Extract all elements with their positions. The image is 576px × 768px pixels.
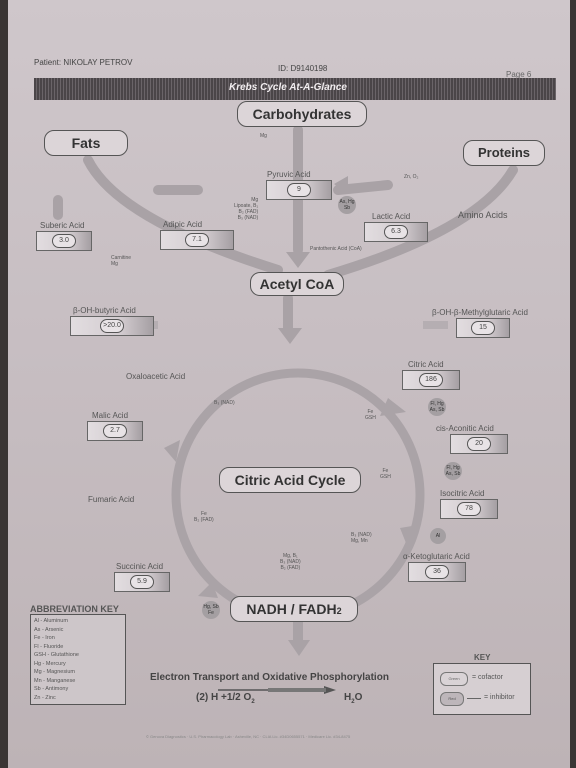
suberic-label: Suberic Acid: [40, 221, 85, 230]
nadh-fadh-box: NADH / FADH2: [230, 596, 358, 622]
nadh-sub: 2: [336, 606, 342, 616]
cofactor-lipoate: Mg Lipoate, B₁ B₂ (FAD) B₃ (NAD): [234, 197, 259, 221]
abbr-list: Al - Aluminum As - Arsenic Fe - Iron Fl …: [30, 614, 126, 705]
lactic-value-bar: 6.3: [364, 222, 428, 242]
abbr-item: Hg - Mercury: [34, 660, 66, 667]
cofactor-mg-b1: Mg, B₁ B₃ (NAD) B₂ (FAD): [280, 553, 301, 571]
key-title: KEY: [474, 653, 491, 662]
report-title: Krebs Cycle At-A-Glance: [229, 82, 347, 93]
bohb-value: >20.0: [100, 319, 124, 333]
acetyl-coa-box: Acetyl CoA: [250, 272, 344, 296]
cofactor-fe-gsh-2: Fe GSH: [380, 468, 391, 480]
akg-value-bar: 36: [408, 562, 466, 582]
key-inhibitor-line: [467, 698, 481, 699]
eq-left-sub: 2: [251, 699, 255, 705]
etc-title: Electron Transport and Oxidative Phospho…: [150, 672, 389, 683]
suberic-value-bar: 3.0: [36, 231, 92, 251]
malic-value-bar: 2.7: [87, 421, 143, 441]
pyruvic-value-bar: 9: [266, 180, 332, 200]
patient-id: ID: D9140198: [278, 64, 328, 73]
abbr-item: Mg - Magnesium: [34, 669, 75, 675]
citric-value: 186: [419, 373, 443, 387]
cofactor-mg-top: Mg: [260, 133, 267, 139]
key-inhibitor-label: = inhibitor: [484, 694, 515, 701]
succinic-label: Succinic Acid: [116, 562, 164, 571]
citric-acid-cycle-box: Citric Acid Cycle: [219, 467, 361, 493]
inhibitor-fl-hg: Fl, Hg As, Sb: [428, 398, 446, 416]
pantothenic-label: Pantothenic Acid (CoA): [310, 246, 362, 252]
akg-label: α-Ketoglutaric Acid: [403, 552, 470, 561]
cis-aconitic-value-bar: 20: [450, 434, 508, 454]
inhibitor-al: Al: [430, 528, 446, 544]
inhibitor-as-hg-sb: As, Hg Sb: [338, 196, 356, 214]
report-page: Patient: NIKOLAY PETROV ID: D9140198 Pag…: [8, 0, 570, 768]
page-number: Page 6: [506, 70, 532, 79]
succinic-value-bar: 5.9: [114, 572, 170, 592]
equation-right: H2O: [344, 692, 362, 705]
akg-value: 36: [425, 565, 449, 579]
cis-aconitic-value: 20: [467, 437, 491, 451]
legend-key: KEY Green = cofactor Red = inhibitor: [433, 653, 531, 715]
abbr-item: GSH - Glutathione: [34, 652, 79, 658]
cofactor-carnitine: Carnitine Mg: [111, 255, 132, 267]
lactic-label: Lactic Acid: [372, 212, 411, 221]
abbr-item: As - Arsenic: [34, 626, 64, 633]
bohb-label: β-OH-butyric Acid: [73, 306, 136, 315]
eq-right-h: H: [344, 692, 352, 703]
lactic-value: 6.3: [384, 225, 408, 239]
cofactor-zn: Zn, O₂: [404, 174, 419, 180]
equation-left: (2) H +1/2 O2: [196, 692, 255, 705]
carbohydrates-box: Carbohydrates: [237, 101, 367, 127]
title-banner: Krebs Cycle At-A-Glance: [34, 78, 556, 100]
hmg-value: 15: [471, 321, 495, 335]
key-cofactor-swatch: Green: [440, 672, 468, 686]
cofactor-b3-nad: B₃ (NAD): [214, 400, 235, 406]
isocitric-value-bar: 78: [440, 499, 498, 519]
suberic-value: 3.0: [52, 234, 76, 248]
eq-left-text: (2) H +1/2 O: [196, 692, 252, 703]
adipic-value-bar: 7.1: [160, 230, 234, 250]
malic-label: Malic Acid: [92, 411, 129, 420]
bohb-value-bar: >20.0: [70, 316, 154, 336]
inhibitor-hg-sb: Hg, Sb Fe: [202, 601, 220, 619]
cofactor-fe-gsh: Fe GSH: [365, 409, 376, 421]
inhibitor-fl-hg-2: Fl, Hg As, Sb: [444, 462, 462, 480]
nadh-label: NADH / FADH: [246, 601, 337, 617]
hmg-label: β-OH-β-Methylglutaric Acid: [432, 308, 528, 317]
abbr-item: Mn - Manganese: [34, 677, 76, 684]
abbr-item: Sb - Antimony: [34, 686, 69, 692]
abbr-item: Fe - Iron: [34, 635, 55, 641]
adipic-label: Adipic Acid: [163, 220, 203, 229]
abbreviation-key: ABBREVIATION KEY Al - Aluminum As - Arse…: [30, 604, 126, 705]
patient-name: Patient: NIKOLAY PETROV: [34, 58, 133, 67]
key-cofactor-label: = cofactor: [472, 674, 503, 681]
citric-label: Citric Acid: [408, 360, 444, 369]
cofactor-b3-mn: B₃ (NAD) Mg, Mn: [351, 532, 372, 544]
pyruvic-label: Pyruvic Acid: [267, 170, 311, 179]
adipic-value: 7.1: [185, 233, 209, 247]
isocitric-value: 78: [457, 502, 481, 516]
oxaloacetic-label: Oxaloacetic Acid: [126, 372, 186, 381]
abbr-item: Fl - Fluoride: [34, 643, 64, 650]
proteins-box: Proteins: [463, 140, 545, 166]
cofactor-b2-fad: Fe B₂ (FAD): [194, 511, 214, 523]
eq-right-sub: 2: [351, 699, 355, 705]
fats-box: Fats: [44, 130, 128, 156]
malic-value: 2.7: [103, 424, 127, 438]
key-inhibitor-swatch: Red: [440, 692, 464, 706]
amino-acids-label: Amino Acids: [458, 210, 508, 220]
succinic-value: 5.9: [130, 575, 154, 589]
fumaric-label: Fumaric Acid: [88, 495, 135, 504]
eq-right-o: O: [354, 692, 363, 703]
isocitric-label: Isocitric Acid: [440, 489, 485, 498]
pyruvic-value: 9: [287, 183, 311, 197]
abbr-item: Zn - Zinc: [34, 694, 56, 701]
abbr-item: Al - Aluminum: [34, 618, 68, 624]
citric-value-bar: 186: [402, 370, 460, 390]
footer-text: © Genova Diagnostics · U.S. Pharmacology…: [146, 734, 351, 739]
hmg-value-bar: 15: [456, 318, 510, 338]
cis-aconitic-label: cis-Aconitic Acid: [436, 424, 494, 433]
abbr-title: ABBREVIATION KEY: [30, 604, 119, 614]
